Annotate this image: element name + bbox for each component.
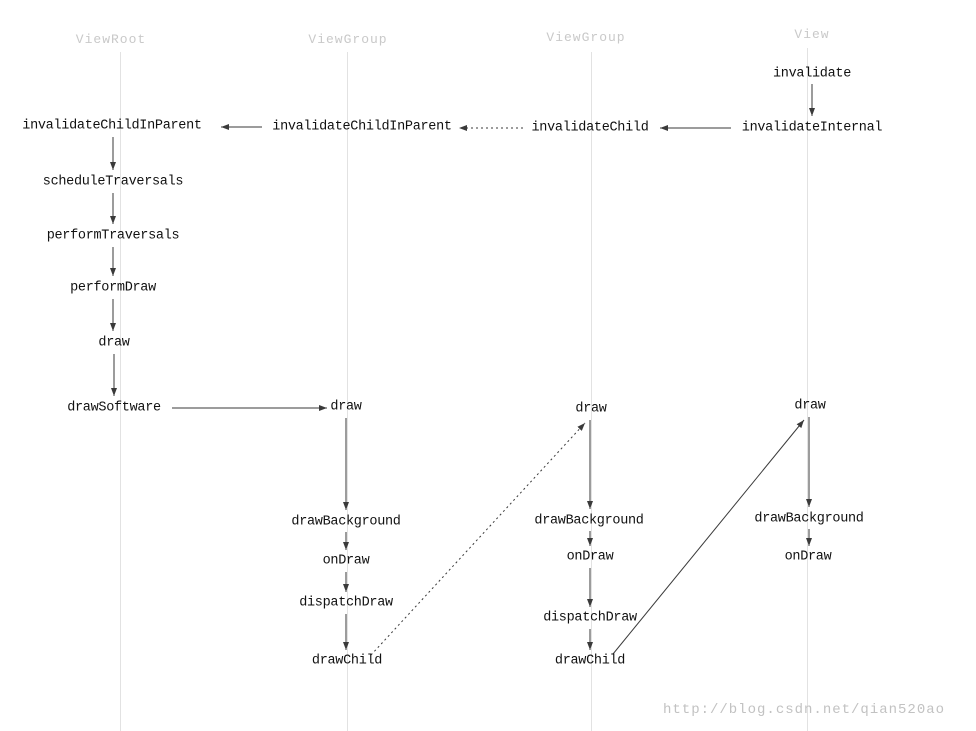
lane-label-viewroot: ViewRoot (75, 32, 147, 47)
node-draw-background-view: drawBackground (754, 511, 864, 527)
node-draw-viewgroup-1: draw (330, 399, 362, 415)
lane-line-viewroot (120, 52, 121, 731)
lane-label-viewgroup-2: ViewGroup (546, 30, 626, 45)
lane-line-viewgroup-1 (347, 52, 348, 731)
node-draw-view: draw (794, 398, 826, 414)
node-invalidate-child-in-parent-viewgroup: invalidateChildInParent (272, 119, 452, 135)
node-draw-software: drawSoftware (67, 400, 161, 416)
node-invalidate: invalidate (772, 66, 852, 82)
node-on-draw-view: onDraw (784, 549, 832, 565)
node-dispatch-draw-viewgroup-2: dispatchDraw (543, 610, 637, 626)
node-draw-child-viewgroup-1: drawChild (311, 653, 383, 669)
node-draw-child-viewgroup-2: drawChild (554, 653, 626, 669)
node-draw-background-viewgroup-2: drawBackground (534, 513, 644, 529)
node-draw-background-viewgroup-1: drawBackground (291, 514, 401, 530)
lane-label-view: View (794, 27, 830, 42)
node-draw-viewroot: draw (98, 335, 130, 351)
node-perform-traversals: performTraversals (46, 228, 180, 244)
node-draw-viewgroup-2: draw (575, 401, 607, 417)
node-on-draw-viewgroup-1: onDraw (322, 553, 370, 569)
watermark: http://blog.csdn.net/qian520ao (663, 702, 946, 718)
node-dispatch-draw-viewgroup-1: dispatchDraw (299, 595, 393, 611)
lane-label-viewgroup-1: ViewGroup (308, 32, 388, 47)
lane-line-view (807, 48, 808, 731)
node-invalidate-internal: invalidateInternal (741, 120, 883, 136)
node-on-draw-viewgroup-2: onDraw (566, 549, 614, 565)
node-invalidate-child: invalidateChild (531, 120, 649, 136)
node-invalidate-child-in-parent-viewroot: invalidateChildInParent (22, 118, 202, 134)
node-schedule-traversals: scheduleTraversals (42, 174, 184, 190)
lane-line-viewgroup-2 (591, 52, 592, 731)
node-perform-draw: performDraw (70, 280, 156, 296)
